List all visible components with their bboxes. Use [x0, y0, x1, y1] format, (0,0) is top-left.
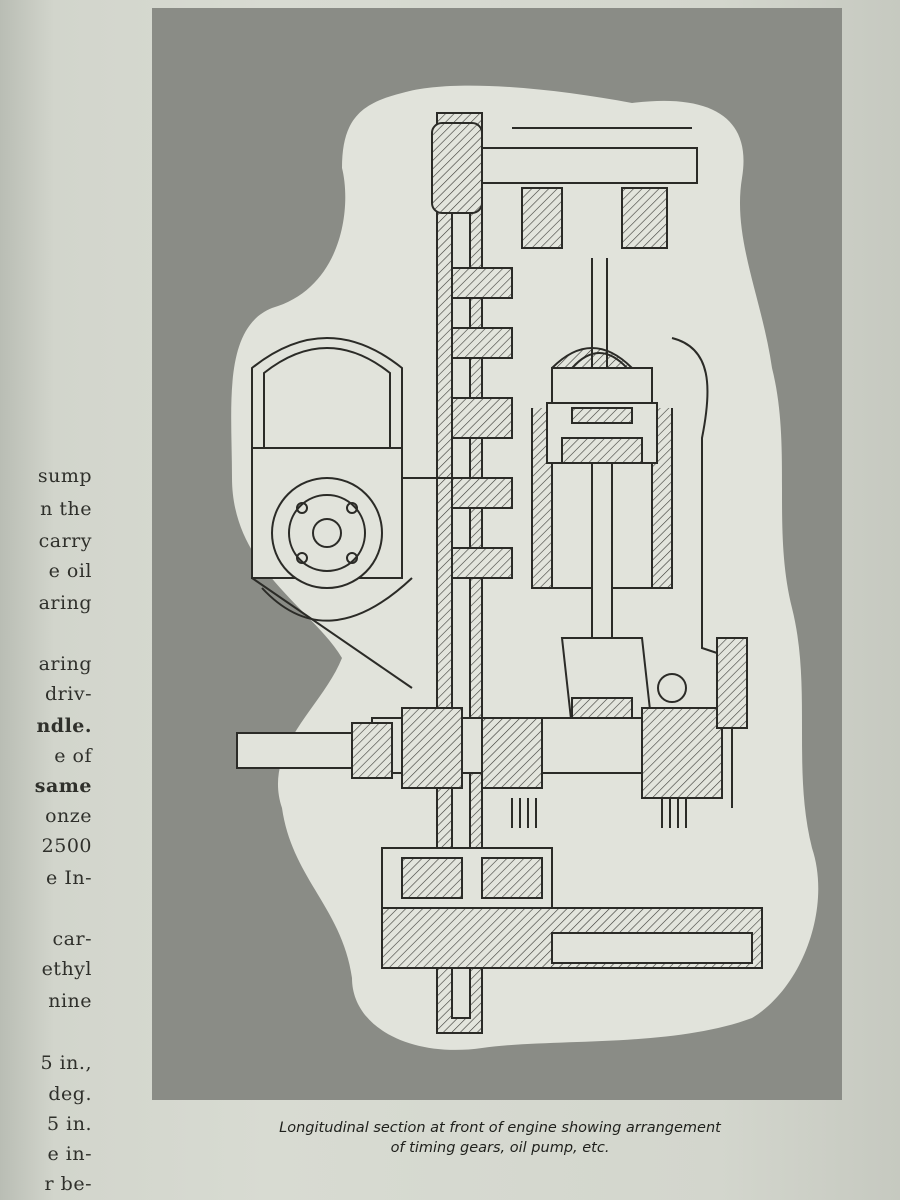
text-fragment: driv- [45, 683, 92, 705]
text-fragment: carry [38, 530, 92, 552]
text-fragment: nine [48, 990, 92, 1012]
vignette-background [231, 85, 819, 1050]
text-fragment: deg. [48, 1083, 92, 1105]
engine-section-drawing [231, 85, 819, 1050]
text-fragment: onze [45, 805, 92, 827]
text-fragment: n the [40, 498, 92, 520]
connecting-rod [591, 462, 613, 639]
text-fragment: e oil [48, 560, 92, 582]
timing-gears [451, 267, 513, 579]
text-fragment: aring [38, 592, 92, 614]
left-column-text: sump n the carry e oil aring aring driv-… [0, 455, 100, 1200]
oil-sump-fins [511, 798, 687, 828]
text-fragment: e in- [47, 1143, 92, 1165]
text-fragment: e of [54, 745, 92, 767]
text-fragment: ndle. [36, 715, 92, 737]
text-fragment: 5 in., [40, 1052, 92, 1074]
text-fragment: 2500 [41, 835, 92, 857]
engine-section-figure [152, 8, 842, 1100]
text-fragment: 5 in. [47, 1113, 92, 1135]
text-fragment: car- [52, 928, 92, 950]
text-fragment: ethyl [41, 958, 92, 980]
text-fragment: aring [38, 653, 92, 675]
caption-line-2: of timing gears, oil pump, etc. [390, 1140, 610, 1156]
text-fragment: e In- [46, 867, 92, 889]
camshaft [481, 147, 698, 184]
figure-caption: Longitudinal section at front of engine … [160, 1118, 840, 1158]
caption-line-1: Longitudinal section at front of engine … [279, 1120, 721, 1136]
text-fragment: r be- [44, 1173, 92, 1195]
accessory-drive [251, 337, 452, 689]
text-fragment: sump [37, 465, 92, 487]
crankcase-outline [671, 337, 733, 808]
text-fragment: same [34, 775, 92, 797]
